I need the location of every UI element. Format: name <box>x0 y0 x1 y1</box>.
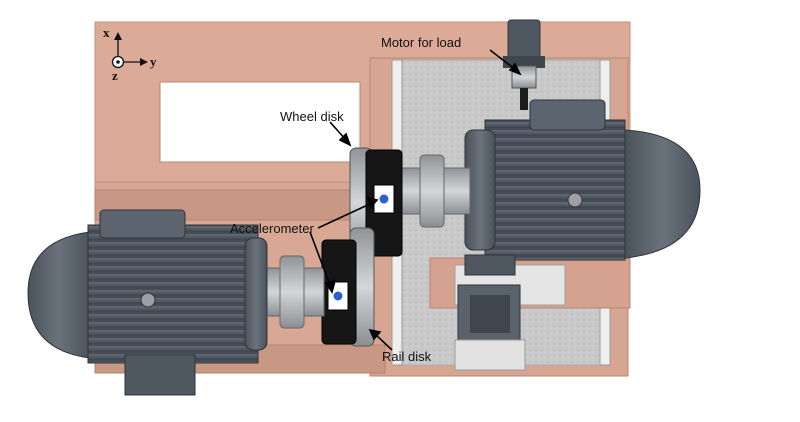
label-motor-for-load: Motor for load <box>381 35 461 50</box>
left-motor <box>27 209 268 396</box>
z-axis-label: z <box>112 68 118 83</box>
label-wheel-disk: Wheel disk <box>280 109 344 124</box>
right-coupling <box>399 154 471 228</box>
left-coupling <box>261 255 325 329</box>
label-accelerometer: Accelerometer <box>230 221 314 236</box>
label-rail-disk: Rail disk <box>382 349 432 364</box>
x-axis-label: x <box>103 25 110 40</box>
wheel-sensor-dot <box>379 194 389 204</box>
bottom-motor-block <box>454 284 526 371</box>
y-axis-label: y <box>150 54 157 69</box>
axis-triad: x y z <box>103 25 157 83</box>
rail-disk <box>321 227 375 347</box>
leader-lines <box>309 49 522 351</box>
right-motor <box>464 99 701 276</box>
rail-sensor-dot <box>333 291 343 301</box>
